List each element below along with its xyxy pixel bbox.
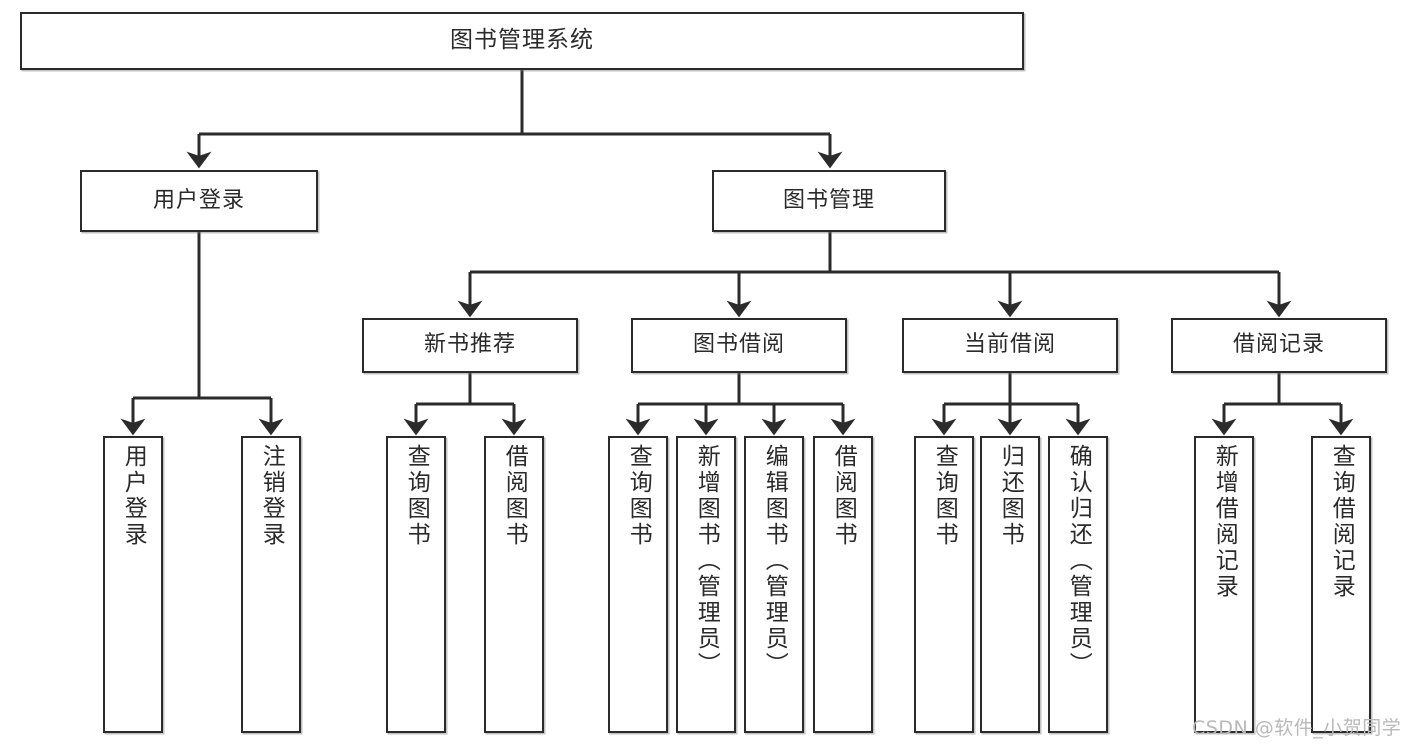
node-label: 借阅图书 — [830, 444, 857, 548]
leaf-borrow-edit-book[interactable]: 编辑图书（管理员） — [744, 436, 804, 733]
node-label: 归还图书 — [997, 444, 1024, 548]
node-new-book-recommend[interactable]: 新书推荐 — [362, 318, 578, 373]
node-label: 编辑图书（管理员） — [761, 444, 788, 678]
leaf-borrow-add-book[interactable]: 新增图书（管理员） — [676, 436, 736, 733]
node-borrow-record[interactable]: 借阅记录 — [1171, 318, 1387, 373]
leaf-current-confirm-return[interactable]: 确认归还（管理员） — [1048, 436, 1108, 733]
node-label: 借阅图书 — [501, 444, 528, 548]
leaf-user-logout[interactable]: 注销登录 — [241, 436, 301, 733]
node-label: 用户登录 — [120, 444, 147, 548]
leaf-user-login[interactable]: 用户登录 — [103, 436, 163, 733]
node-label: 图书管理系统 — [450, 27, 594, 54]
node-label: 新增图书（管理员） — [693, 444, 720, 678]
leaf-borrow-query-book[interactable]: 查询图书 — [608, 436, 668, 733]
node-user-login[interactable]: 用户登录 — [80, 170, 318, 232]
leaf-borrow-borrow-book[interactable]: 借阅图书 — [813, 436, 873, 733]
node-label: 借阅记录 — [1232, 332, 1325, 358]
node-book-management[interactable]: 图书管理 — [712, 170, 946, 232]
node-label: 用户登录 — [152, 187, 245, 213]
node-label: 当前借阅 — [963, 332, 1056, 358]
leaf-current-query-book[interactable]: 查询图书 — [914, 436, 974, 733]
csdn-watermark: CSDN @软件_小贺同学 — [1192, 717, 1402, 739]
node-label: 新书推荐 — [423, 332, 516, 358]
node-label: 图书借阅 — [692, 332, 785, 358]
node-current-borrow[interactable]: 当前借阅 — [902, 318, 1118, 373]
leaf-record-query[interactable]: 查询借阅记录 — [1311, 436, 1371, 733]
node-label: 确认归还（管理员） — [1065, 444, 1092, 678]
node-label: 查询图书 — [931, 444, 958, 548]
leaf-record-add[interactable]: 新增借阅记录 — [1194, 436, 1254, 733]
node-label: 新增借阅记录 — [1211, 444, 1238, 600]
leaf-current-return-book[interactable]: 归还图书 — [980, 436, 1040, 733]
node-label: 图书管理 — [782, 187, 875, 213]
node-book-borrow[interactable]: 图书借阅 — [631, 318, 847, 373]
leaf-recommend-query-book[interactable]: 查询图书 — [386, 436, 446, 733]
node-root-system[interactable]: 图书管理系统 — [20, 12, 1024, 70]
node-label: 查询图书 — [625, 444, 652, 548]
leaf-recommend-borrow-book[interactable]: 借阅图书 — [484, 436, 544, 733]
node-label: 查询图书 — [403, 444, 430, 548]
node-label: 查询借阅记录 — [1328, 444, 1355, 600]
node-label: 注销登录 — [258, 444, 285, 548]
